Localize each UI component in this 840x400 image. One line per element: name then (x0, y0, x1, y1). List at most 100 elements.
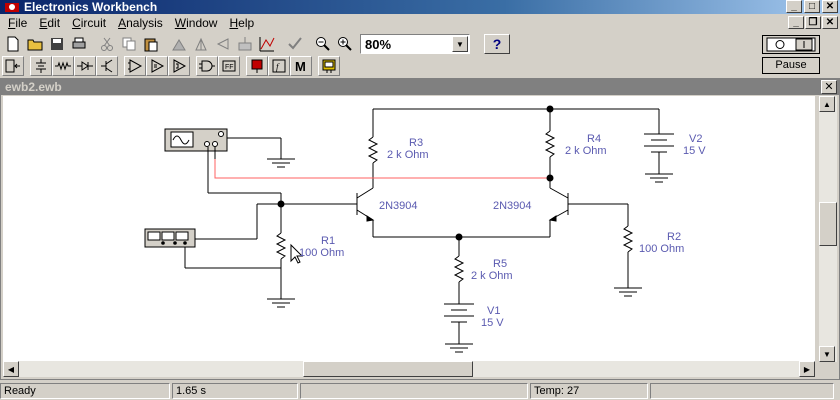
new-button[interactable] (2, 34, 24, 54)
miscellaneous-bin-button[interactable]: M (290, 56, 312, 76)
rotate-icon (172, 39, 186, 51)
favorites-bin-button[interactable] (2, 56, 24, 76)
r4-label: R4 (587, 133, 601, 145)
check-button[interactable] (284, 34, 306, 54)
logic-gates-bin-button[interactable] (196, 56, 218, 76)
instruments-bin-button[interactable] (318, 56, 340, 76)
diodes-bin-button[interactable] (74, 56, 96, 76)
chevron-down-icon[interactable]: ▼ (452, 36, 468, 52)
v2-value: 15 V (683, 145, 706, 157)
analog-ic-icon (128, 59, 143, 73)
main-toolbar: 80% ▼ ? (0, 33, 840, 55)
app-logo-icon (5, 3, 19, 12)
menu-analysis[interactable]: Analysis (118, 16, 163, 30)
open-button[interactable] (24, 34, 46, 54)
save-button[interactable] (46, 34, 68, 54)
r5-label: R5 (493, 258, 507, 270)
horizontal-scrollbar[interactable]: ◀ ▶ (3, 361, 815, 377)
help-button[interactable]: ? (484, 34, 510, 54)
horizontal-scroll-thumb[interactable] (303, 361, 473, 377)
maximize-button[interactable]: □ (804, 0, 820, 13)
sources-bin-button[interactable] (30, 56, 52, 76)
sources-icon (36, 59, 46, 73)
checkmark-icon (288, 37, 302, 50)
component-properties-icon (238, 37, 252, 51)
circuit-canvas[interactable]: R3 2 k Ohm R4 2 k Ohm V2 15 V 2N3904 2N3… (3, 96, 815, 362)
indicator-icon (251, 59, 263, 73)
transistor-icon (101, 59, 113, 73)
close-button[interactable]: ✕ (822, 0, 838, 13)
zoom-select[interactable]: 80% ▼ (360, 34, 470, 54)
scroll-right-icon[interactable]: ▶ (799, 361, 815, 377)
vertical-scrollbar[interactable]: ▲ ▼ (819, 96, 837, 362)
paste-button[interactable] (140, 34, 162, 54)
doc-close-button[interactable]: ✕ (822, 16, 838, 29)
multimeter[interactable] (144, 228, 196, 248)
analog-ics-bin-button[interactable] (124, 56, 146, 76)
cut-button[interactable] (96, 34, 118, 54)
document-close-button[interactable]: ✕ (821, 80, 837, 94)
scroll-down-icon[interactable]: ▼ (819, 346, 835, 362)
doc-minimize-button[interactable]: _ (788, 16, 804, 29)
logic-gate-icon (199, 60, 215, 72)
controls-bin-button[interactable]: f (268, 56, 290, 76)
menu-file[interactable]: File (8, 16, 28, 30)
q2-model: 2N3904 (493, 200, 532, 212)
status-ready: Ready (0, 383, 170, 399)
mixed-ics-bin-button[interactable] (146, 56, 168, 76)
menu-window[interactable]: Window (174, 16, 218, 30)
printer-icon (72, 37, 86, 49)
r5-value: 2 k Ohm (471, 270, 513, 282)
misc-m-icon: M (295, 59, 306, 74)
vertical-scroll-thumb[interactable] (819, 202, 837, 246)
digital-bin-button[interactable]: FF (218, 56, 240, 76)
copy-button[interactable] (118, 34, 140, 54)
flip-vertical-button[interactable] (190, 34, 212, 54)
menu-edit[interactable]: Edit (39, 16, 61, 30)
zoom-out-button[interactable] (312, 34, 334, 54)
minimize-button[interactable]: _ (786, 0, 802, 13)
power-switch-icon (766, 37, 816, 52)
document-title[interactable]: ewb2.ewb (1, 79, 839, 95)
window-title: Electronics Workbench (24, 0, 158, 14)
create-subcircuit-button[interactable] (256, 34, 278, 54)
document-window: ewb2.ewb ✕ (0, 78, 840, 380)
flip-vertical-icon (195, 37, 207, 51)
function-generator[interactable] (164, 128, 228, 159)
scroll-left-icon[interactable]: ◀ (3, 361, 19, 377)
zoom-in-button[interactable] (334, 34, 356, 54)
status-bar: Ready 1.65 s Temp: 27 (0, 383, 840, 400)
transistors-bin-button[interactable] (96, 56, 118, 76)
status-sim-time: 1.65 s (172, 383, 298, 399)
power-switch[interactable] (762, 35, 820, 54)
parts-toolbar: FF f M (0, 55, 840, 77)
v1-value: 15 V (481, 317, 504, 329)
basic-bin-button[interactable] (52, 56, 74, 76)
scroll-up-icon[interactable]: ▲ (819, 96, 835, 112)
paste-clipboard-icon (144, 38, 158, 52)
print-button[interactable] (68, 34, 90, 54)
menu-bar: File Edit Circuit Analysis Window Help _… (0, 14, 840, 32)
scissors-icon (101, 37, 113, 51)
zoom-value: 80% (365, 36, 392, 52)
menu-circuit[interactable]: Circuit (72, 16, 107, 30)
digital-ics-bin-button[interactable] (168, 56, 190, 76)
doc-restore-button[interactable]: ❐ (805, 16, 821, 29)
title-bar[interactable]: Electronics Workbench _ □ ✕ (0, 0, 840, 14)
flip-horizontal-button[interactable] (212, 34, 234, 54)
indicators-bin-button[interactable] (246, 56, 268, 76)
status-temperature: Temp: 27 (530, 383, 648, 399)
pause-button[interactable]: Pause (762, 57, 820, 74)
svg-text:M: M (295, 59, 306, 74)
rotate-button[interactable] (168, 34, 190, 54)
circuit-schematic: R3 2 k Ohm R4 2 k Ohm V2 15 V 2N3904 2N3… (144, 105, 706, 353)
component-properties-button[interactable] (234, 34, 256, 54)
r2-label: R2 (667, 231, 681, 243)
menu-help[interactable]: Help (229, 16, 255, 30)
v2-label: V2 (689, 133, 702, 145)
r2-value: 100 Ohm (639, 243, 684, 255)
digital-ic-icon (173, 59, 187, 73)
resistor-icon (55, 61, 71, 71)
zoom-out-icon (316, 37, 330, 51)
q1-model: 2N3904 (379, 200, 418, 212)
